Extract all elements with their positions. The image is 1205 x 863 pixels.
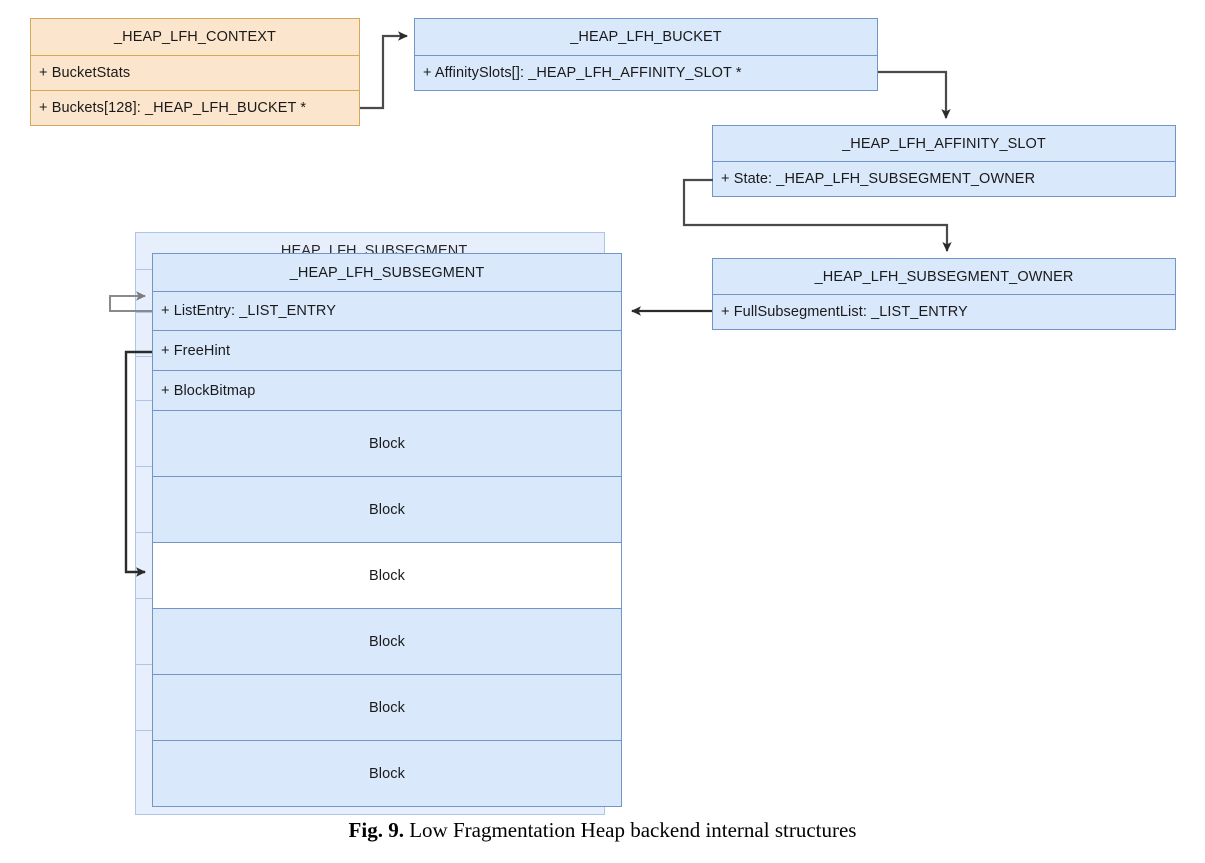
context-title: _HEAP_LFH_CONTEXT xyxy=(30,18,360,56)
edge-bucket-to-affinity-slot xyxy=(878,70,951,119)
subsegment-field-listentry: + ListEntry: _LIST_ENTRY xyxy=(152,292,622,331)
figure-caption-label: Fig. 9. xyxy=(348,818,404,842)
subsegment-field-freehint: + FreeHint xyxy=(152,331,622,371)
bucket-title: _HEAP_LFH_BUCKET xyxy=(414,18,878,56)
bucket-field-affinityslots: + AffinitySlots[]: _HEAP_LFH_AFFINITY_SL… xyxy=(414,56,878,91)
subsegment-block-4[interactable]: Block xyxy=(152,609,622,675)
subsegment-block-2[interactable]: Block xyxy=(152,477,622,543)
node-heap-lfh-subsegment-owner[interactable]: _HEAP_LFH_SUBSEGMENT_OWNER + FullSubsegm… xyxy=(712,258,1176,330)
subsegment-block-6[interactable]: Block xyxy=(152,741,622,807)
edge-subsegment-listentry-self-loop xyxy=(109,291,152,312)
affinity-slot-title: _HEAP_LFH_AFFINITY_SLOT xyxy=(712,125,1176,162)
context-field-bucketstats: + BucketStats xyxy=(30,56,360,91)
subsegment-title: _HEAP_LFH_SUBSEGMENT xyxy=(152,253,622,292)
subsegment-owner-field-fullsubsegmentlist: + FullSubsegmentList: _LIST_ENTRY xyxy=(712,295,1176,330)
node-heap-lfh-context[interactable]: _HEAP_LFH_CONTEXT + BucketStats + Bucket… xyxy=(30,18,360,126)
affinity-slot-field-state: + State: _HEAP_LFH_SUBSEGMENT_OWNER xyxy=(712,162,1176,197)
edge-affinity-slot-to-owner xyxy=(682,178,952,252)
subsegment-block-1[interactable]: Block xyxy=(152,411,622,477)
subsegment-owner-title: _HEAP_LFH_SUBSEGMENT_OWNER xyxy=(712,258,1176,295)
node-heap-lfh-subsegment[interactable]: _HEAP_LFH_SUBSEGMENT + ListEntry: _LIST_… xyxy=(152,253,622,807)
figure-caption: Fig. 9. Low Fragmentation Heap backend i… xyxy=(0,818,1205,843)
node-heap-lfh-affinity-slot[interactable]: _HEAP_LFH_AFFINITY_SLOT + State: _HEAP_L… xyxy=(712,125,1176,197)
edge-context-to-bucket xyxy=(360,31,408,110)
subsegment-block-5[interactable]: Block xyxy=(152,675,622,741)
figure-caption-text: Low Fragmentation Heap backend internal … xyxy=(409,818,857,842)
node-heap-lfh-bucket[interactable]: _HEAP_LFH_BUCKET + AffinitySlots[]: _HEA… xyxy=(414,18,878,91)
subsegment-field-blockbitmap: + BlockBitmap xyxy=(152,371,622,411)
subsegment-block-3-free[interactable]: Block xyxy=(152,543,622,609)
edge-freehint-to-free-block xyxy=(124,350,152,577)
context-field-buckets: + Buckets[128]: _HEAP_LFH_BUCKET * xyxy=(30,91,360,126)
